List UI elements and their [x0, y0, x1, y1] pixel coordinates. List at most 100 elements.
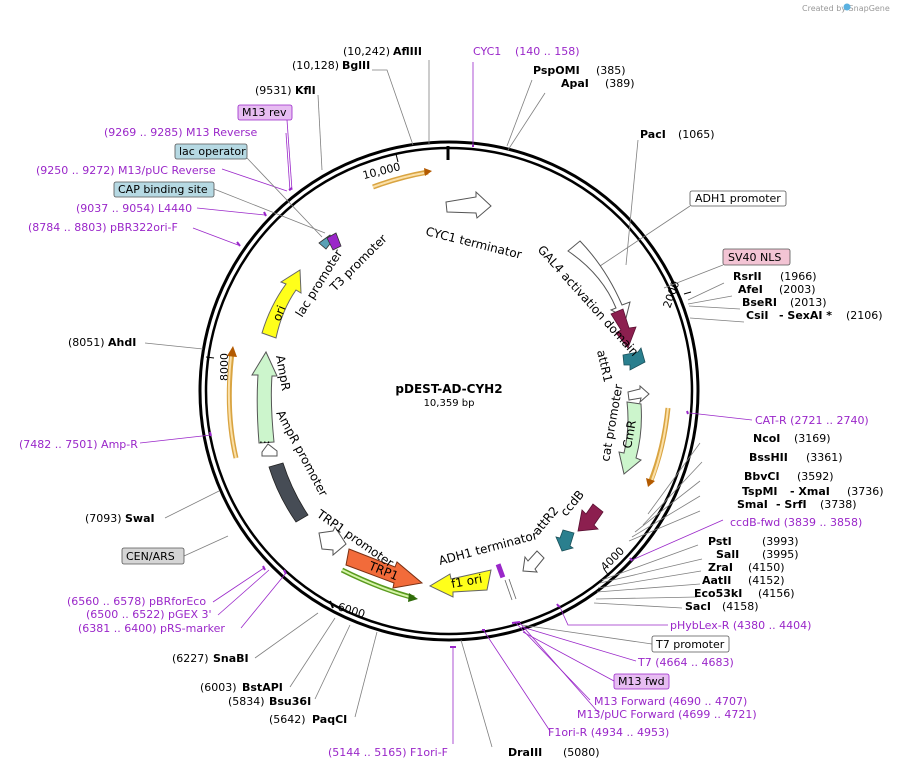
site-bsu36I-pos: (5834)	[228, 695, 265, 708]
m13-rev-label: M13 rev	[242, 106, 287, 119]
primer-m13-puc-reverse: (9250 .. 9272) M13/pUC Reverse	[36, 164, 216, 177]
cen-ars-label: CEN/ARS	[126, 550, 175, 563]
site-leader-lines	[144, 60, 745, 748]
site-rsrII: RsrII	[733, 270, 762, 283]
adh1-terminator-label: ADH1 terminator	[437, 528, 539, 568]
boxed-labels: M13 rev lac operator CAP binding site AD…	[113, 104, 791, 690]
site-bbvCI-pos: (3592)	[797, 470, 834, 483]
site-aflIII: AflIII	[393, 45, 422, 58]
cat-promoter-label: cat promoter	[598, 383, 625, 462]
site-sacI: SacI	[685, 600, 711, 613]
site-pspOMI: PspOMI	[533, 64, 580, 77]
tick-8000	[205, 356, 215, 359]
restriction-sites: (10,242) AflIII (10,128) BglII (9531) Kf…	[68, 45, 884, 759]
site-ncoI: NcoI	[753, 432, 780, 445]
trp1-promoter-arrow	[318, 525, 347, 557]
cyc1-terminator-label: CYC1 terminator	[424, 224, 523, 261]
attr1-arrow	[622, 347, 646, 371]
site-bbvCI: BbvCI	[744, 470, 780, 483]
plasmid-length: 10,359 bp	[424, 398, 475, 409]
ccdb-arrow	[577, 503, 604, 532]
ampr-label: AmpR	[273, 354, 293, 392]
site-draIII: DraIII	[508, 746, 542, 759]
snapgene-logo-icon	[843, 3, 851, 11]
site-swaI-pos: (7093)	[85, 512, 122, 525]
m13-rev-box	[237, 104, 293, 121]
f1-ori-arrow	[428, 569, 492, 598]
primer-f1ori-r: F1ori-R (4934 .. 4953)	[548, 726, 669, 739]
site-bssHII: BssHII	[749, 451, 788, 464]
site-csiI-pos: (2106)	[846, 309, 883, 322]
attr2-arrow	[555, 529, 575, 552]
ori-marker	[495, 563, 506, 579]
primers: CYC1 (140 .. 158) (9269 .. 9285) M13 Rev…	[19, 45, 869, 759]
site-kflI-pos: (9531)	[255, 84, 292, 97]
site-eco53kI: Eco53kI	[694, 587, 742, 600]
cen-ars-block	[268, 462, 309, 523]
site-aatII-pos: (4152)	[748, 574, 785, 587]
t3-promoter-arrow	[326, 232, 342, 251]
primer-pbrforeco: (6560 .. 6578) pBRforEco	[67, 595, 206, 608]
site-ncoI-pos: (3169)	[794, 432, 831, 445]
m13-fwd-box	[613, 673, 670, 690]
site-rsrII-pos: (1966)	[780, 270, 817, 283]
feature-arrows	[226, 168, 671, 602]
primer-amp-r: (7482 .. 7501) Amp-R	[19, 438, 138, 451]
site-pspOMI-pos: (385)	[596, 64, 626, 77]
primer-cyc1: CYC1	[473, 45, 501, 58]
cap-binding-site-label: CAP binding site	[118, 183, 208, 196]
plasmid-name: pDEST-AD-CYH2	[395, 382, 502, 396]
tick-label-6000: 6000	[336, 600, 367, 621]
site-afeI-pos: (2003)	[779, 283, 816, 296]
site-bssHII-pos: (3361)	[806, 451, 843, 464]
site-pacI-pos: (1065)	[678, 128, 715, 141]
primer-cat-r: CAT-R (2721 .. 2740)	[755, 414, 869, 427]
cmr-label: CmR	[620, 419, 639, 449]
primer-m13-reverse: (9269 .. 9285) M13 Reverse	[104, 126, 257, 139]
site-ahdI: AhdI	[108, 336, 136, 349]
site-tspMI-pos: (3736)	[847, 485, 884, 498]
site-pacI: PacI	[640, 128, 666, 141]
site-aflIII-pos: (10,242)	[343, 45, 390, 58]
site-bglII: BglII	[342, 59, 370, 72]
site-tspMI: TspMI	[742, 485, 778, 498]
trp1-arrow	[345, 548, 424, 589]
site-paqCI: PaqCI	[312, 713, 347, 726]
primer-markers	[209, 145, 689, 648]
site-paqCI-pos: (5642)	[269, 713, 306, 726]
ampr-ellipsis: ...	[259, 432, 270, 446]
f1-ori-label: f1 ori	[450, 572, 483, 591]
site-bstAPI-pos: (6003)	[200, 681, 237, 694]
site-zraI-pos: (4150)	[748, 561, 785, 574]
cen-ars-box	[121, 547, 185, 565]
site-bstAPI: BstAPI	[242, 681, 283, 694]
site-smaI-pos: (3738)	[820, 498, 857, 511]
sv40-nls-arrow	[610, 308, 637, 349]
site-ahdI-pos: (8051)	[68, 336, 105, 349]
cmr-arrow	[618, 401, 642, 475]
primer-prs-marker: (6381 .. 6400) pRS-marker	[78, 622, 225, 635]
site-draIII-pos: (5080)	[563, 746, 600, 759]
tick-2000	[683, 291, 692, 295]
right-orange-arc	[647, 407, 671, 484]
primer-pgex3: (6500 .. 6522) pGEX 3'	[86, 608, 212, 621]
tick-6000	[329, 600, 334, 609]
sv40-nls-label: SV40 NLS	[728, 251, 781, 264]
attr1-label: attR1	[594, 349, 615, 384]
site-bseRI: BseRI	[742, 296, 777, 309]
primer-cyc1-range: (140 .. 158)	[515, 45, 580, 58]
site-eco53kI-pos: (4156)	[758, 587, 795, 600]
site-sexAI: - SexAI *	[779, 309, 832, 322]
ori-label: ori	[270, 303, 289, 323]
primer-m13-puc-forward: M13/pUC Forward (4699 .. 4721)	[577, 708, 757, 721]
primer-ccdb-fwd: ccdB-fwd (3839 .. 3858)	[730, 516, 862, 529]
primer-pbr322ori-f: (8784 .. 8803) pBR322ori-F	[28, 221, 178, 234]
ori-arrow	[261, 269, 302, 339]
site-bseRI-pos: (2013)	[790, 296, 827, 309]
primer-m13-forward: M13 Forward (4690 .. 4707)	[594, 695, 747, 708]
site-kflI: KflI	[295, 84, 316, 97]
adh1-promoter-box	[689, 190, 787, 207]
lac-operator-box	[174, 143, 248, 160]
primer-leader-lines	[139, 62, 753, 744]
site-afeI: AfeI	[738, 283, 763, 296]
